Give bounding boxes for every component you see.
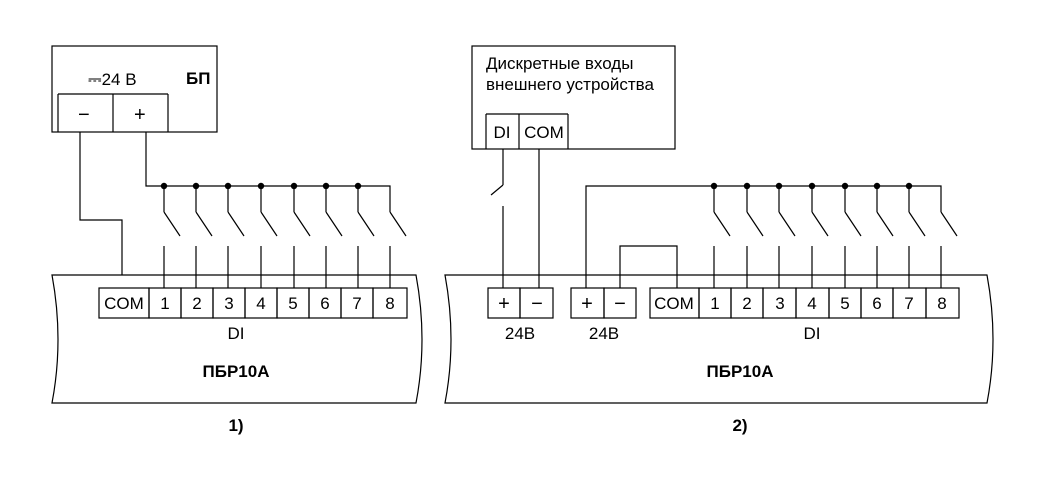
terminal-2-1: 2	[192, 294, 201, 313]
terminal-8-1: 8	[385, 294, 394, 313]
device-body-1	[51, 274, 423, 404]
terminal-7-1: 7	[352, 294, 361, 313]
power-label: 24В	[589, 324, 619, 343]
power-minus: −	[614, 293, 626, 315]
di-group-label-1: DI	[228, 324, 245, 343]
caption-1: 1)	[228, 416, 243, 435]
terminal-com-2: COM	[654, 294, 694, 313]
power-supply-title: БП	[186, 69, 210, 88]
external-device-title-1: Дискретные входы	[486, 54, 633, 73]
input-switches-2	[713, 185, 958, 288]
ext-power-label: 24В	[505, 324, 535, 343]
com-wire-1	[79, 132, 123, 275]
input-bus-1	[145, 132, 362, 190]
terminal-8-2: 8	[937, 294, 946, 313]
device-body-2	[444, 274, 994, 404]
terminal-block-1	[98, 287, 408, 319]
ext-power-terminal-block	[487, 287, 554, 319]
power-supply-block: ⎓24 В БП − +	[51, 45, 218, 133]
terminal-6-2: 6	[872, 294, 881, 313]
terminal-com-1: COM	[104, 294, 144, 313]
terminal-4-2: 4	[807, 294, 816, 313]
terminal-6-1: 6	[320, 294, 329, 313]
power-supply-plus: +	[134, 104, 146, 126]
input-bus-2	[585, 182, 913, 288]
terminal-5-2: 5	[840, 294, 849, 313]
di-group-label-2: DI	[804, 324, 821, 343]
com-jumper	[619, 245, 678, 288]
terminal-3-1: 3	[224, 294, 233, 313]
device-name-1: ПБР10А	[203, 362, 270, 381]
ext-power-plus: +	[498, 293, 510, 315]
terminal-2-2: 2	[742, 294, 751, 313]
terminal-7-2: 7	[904, 294, 913, 313]
external-com-terminal: COM	[524, 123, 564, 142]
caption-2: 2)	[732, 416, 747, 435]
device-name-2: ПБР10А	[707, 362, 774, 381]
terminal-1-1: 1	[160, 294, 169, 313]
diagram-2: Дискретные входы внешнего устройства DI …	[444, 45, 994, 435]
terminal-1-2: 1	[710, 294, 719, 313]
external-contact-switch	[490, 149, 504, 288]
power-plus: +	[581, 293, 593, 315]
external-device-block: Дискретные входы внешнего устройства DI …	[471, 45, 676, 150]
power-supply-minus: −	[78, 104, 90, 126]
terminal-3-2: 3	[775, 294, 784, 313]
power-terminal-block	[570, 287, 637, 319]
external-di-terminal: DI	[494, 123, 511, 142]
power-supply-voltage: ⎓24 В	[88, 70, 137, 89]
ext-power-minus: −	[531, 293, 543, 315]
terminal-4-1: 4	[256, 294, 265, 313]
diagram-1: ⎓24 В БП − +	[51, 45, 423, 435]
terminal-5-1: 5	[288, 294, 297, 313]
terminal-block-2	[649, 287, 960, 319]
input-switches-1	[163, 185, 407, 288]
external-device-title-2: внешнего устройства	[486, 75, 654, 94]
